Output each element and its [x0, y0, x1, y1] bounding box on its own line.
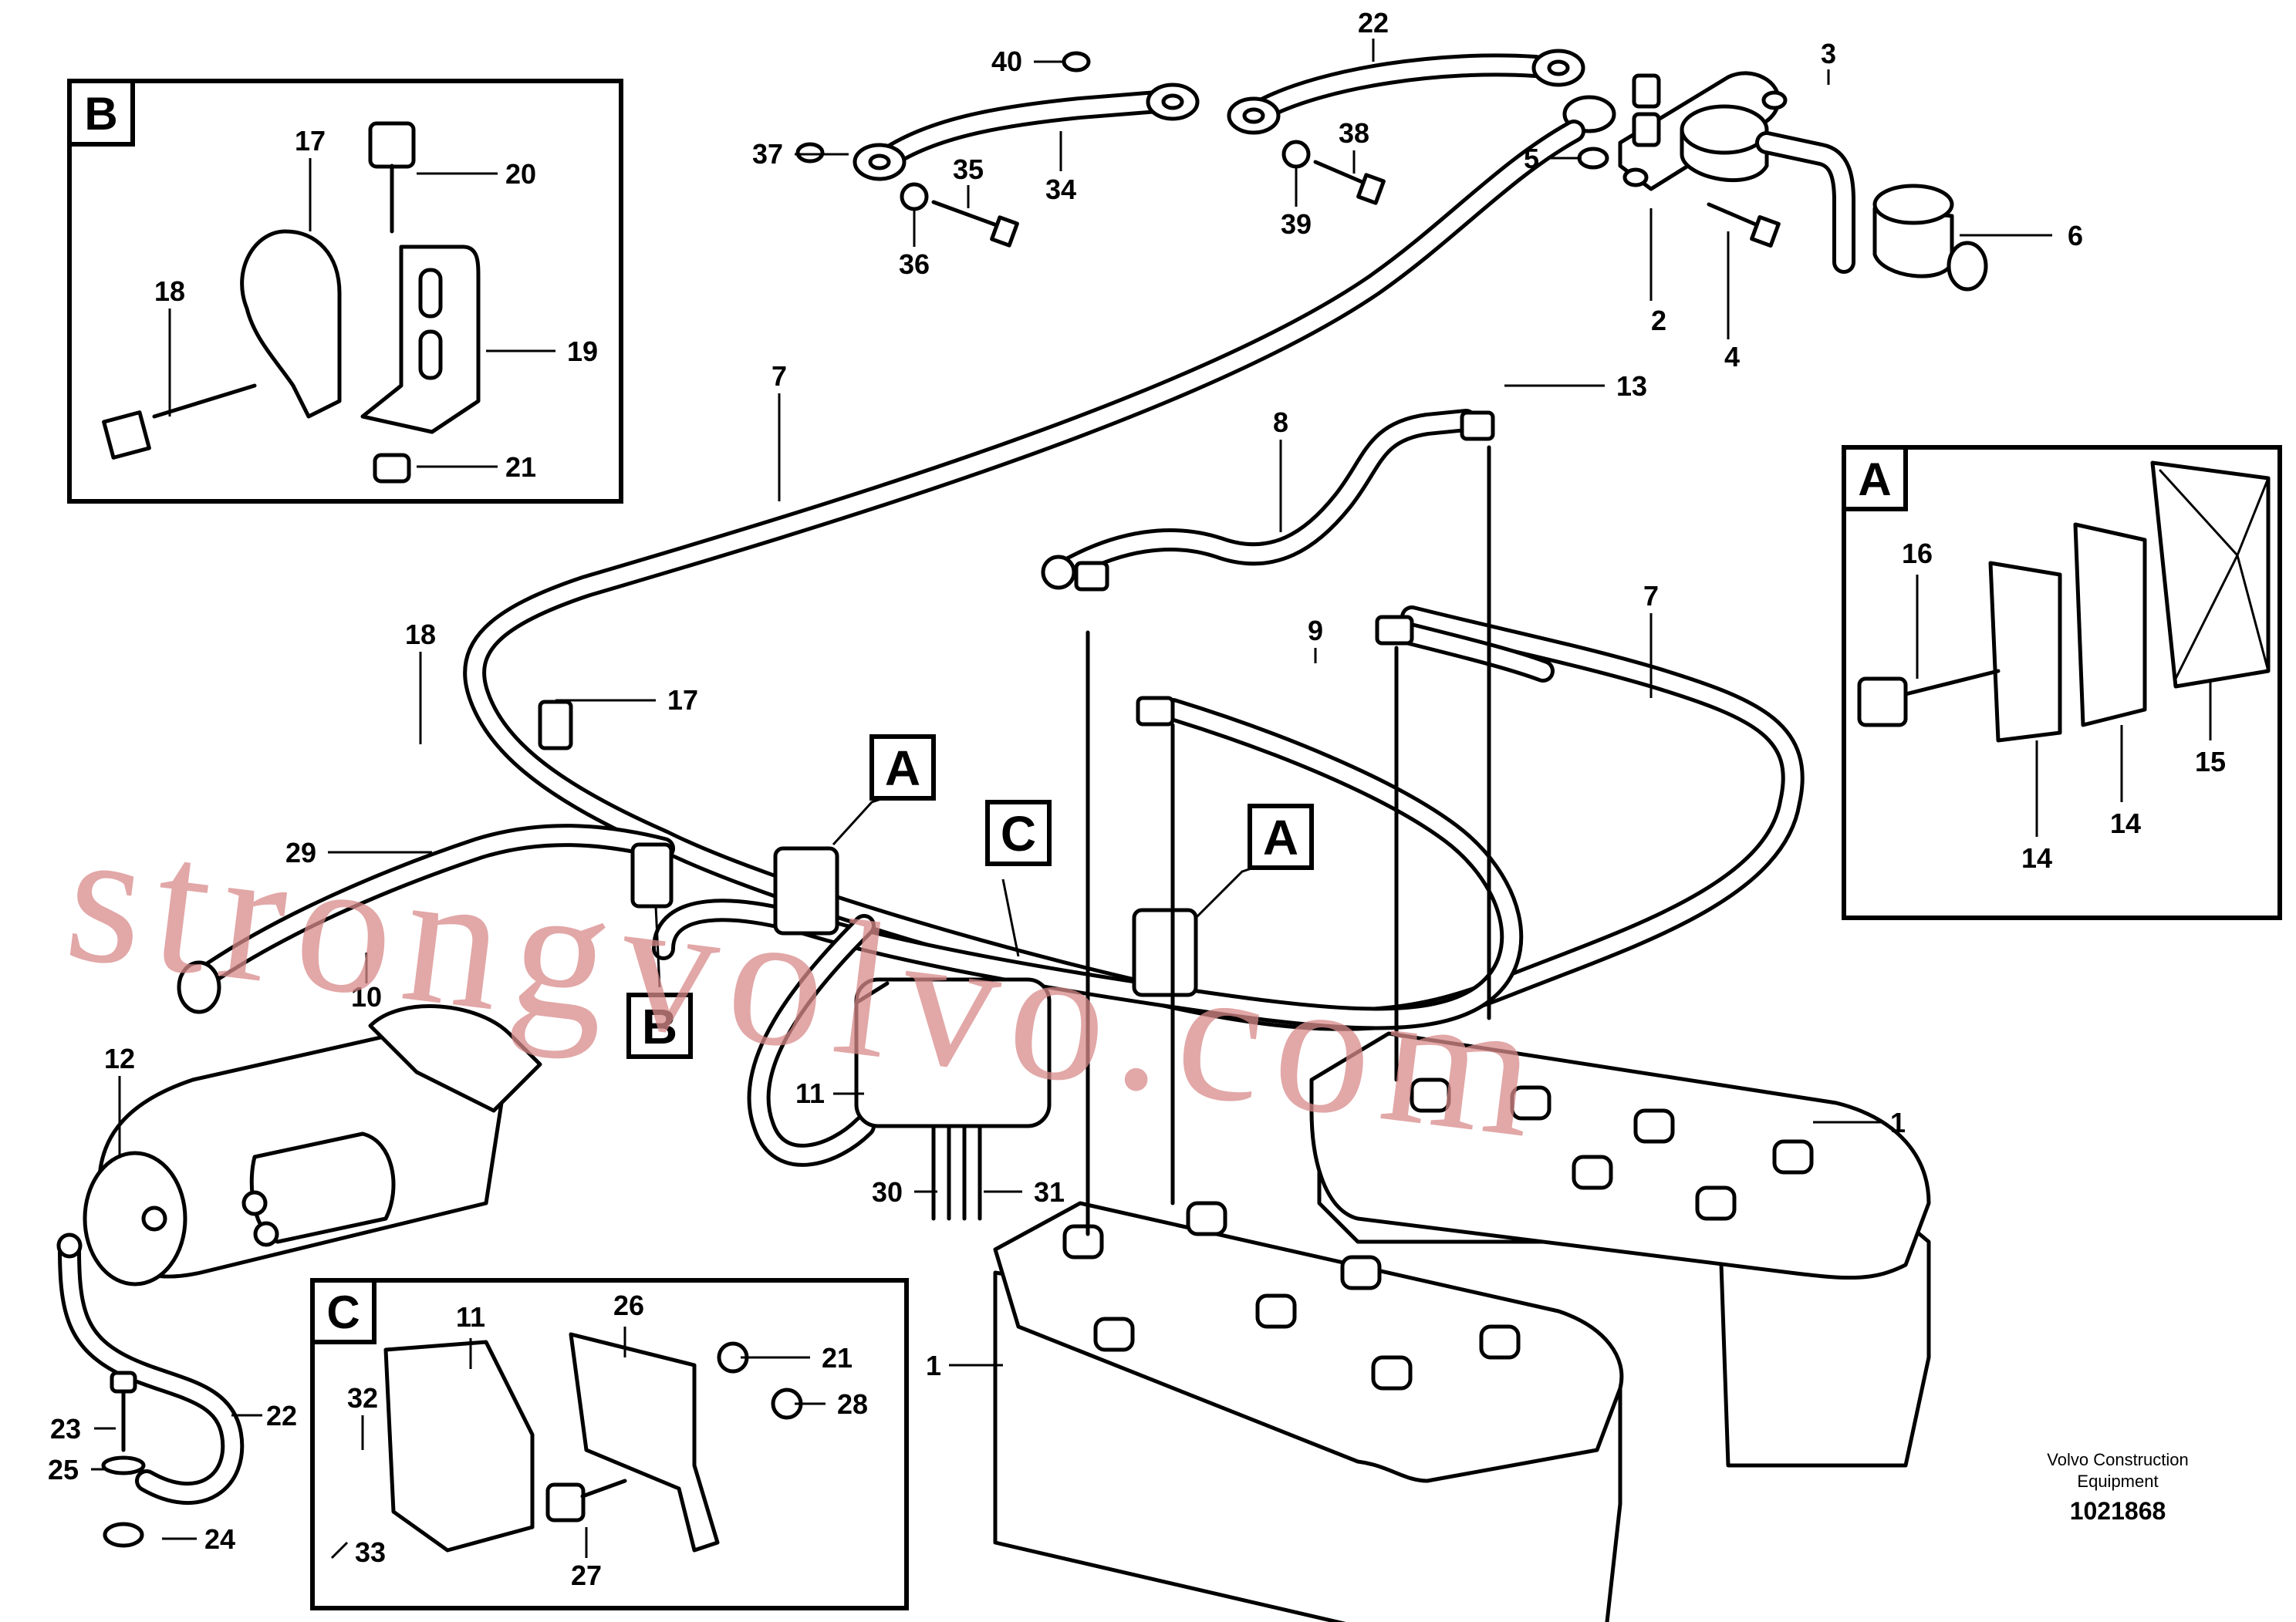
brand-line-2: Equipment [2077, 1472, 2158, 1491]
part-label-6: 6 [2068, 220, 2083, 251]
callout-tags: A C A B [626, 734, 1314, 1059]
part-label-13: 13 [1616, 370, 1647, 402]
part-label-7: 7 [1643, 580, 1659, 612]
detail-view-a: A [1842, 445, 2282, 920]
part-label-21: 21 [822, 1342, 853, 1374]
part-label-2: 2 [1651, 305, 1666, 336]
part-label-27: 27 [571, 1560, 602, 1591]
detail-view-c: C [310, 1278, 909, 1610]
cable-9-terminal [1375, 615, 1555, 683]
part-label-36: 36 [899, 248, 930, 280]
part-label-5: 5 [1524, 143, 1539, 174]
part-number-labels: 17 18 19 20 21 16 14 14 15 11 26 21 28 2… [48, 7, 2226, 1591]
part-label-38: 38 [1339, 117, 1369, 149]
callout-a-2: A [1263, 810, 1298, 865]
detail-view-b: B [67, 79, 623, 504]
footer: Volvo Construction Equipment 1021868 [2047, 1450, 2188, 1525]
part-label-10: 10 [351, 981, 382, 1013]
part-label-20: 20 [505, 158, 536, 190]
part-label-33: 33 [355, 1536, 386, 1568]
control-box-11 [747, 914, 1052, 1221]
part-label-29: 29 [285, 837, 316, 868]
part-label-14: 14 [2021, 842, 2052, 874]
main-cable-7 [463, 120, 1805, 1031]
callout-a-1: A [885, 740, 920, 796]
cable-8 [1041, 409, 1495, 592]
part-label-24: 24 [204, 1523, 235, 1555]
part-label-31: 31 [1034, 1176, 1065, 1208]
part-label-25: 25 [48, 1454, 79, 1485]
part-label-39: 39 [1281, 208, 1312, 240]
battery-front [993, 445, 1624, 1622]
part-label-28: 28 [837, 1388, 868, 1420]
detail-label-b: B [84, 88, 117, 140]
document-number: 1021868 [2070, 1497, 2166, 1525]
part-label-15: 15 [2195, 746, 2226, 777]
part-label-17: 17 [667, 684, 698, 716]
part-label-11: 11 [795, 1077, 825, 1109]
part-label-22: 22 [1358, 7, 1389, 39]
part-label-3: 3 [1821, 38, 1836, 69]
part-label-34: 34 [1045, 174, 1076, 205]
cable-10 [177, 824, 675, 1014]
part-label-21: 21 [505, 451, 536, 483]
battery-rear [1309, 1031, 1931, 1468]
callout-c: C [1001, 806, 1036, 862]
part-label-11: 11 [456, 1301, 485, 1333]
part-leaders [91, 39, 2212, 1560]
part-label-1: 1 [1890, 1107, 1906, 1138]
callout-b: B [642, 999, 677, 1054]
part-label-19: 19 [567, 336, 598, 367]
part-label-16: 16 [1902, 538, 1933, 569]
starter-motor-12 [56, 1004, 542, 1548]
part-label-17: 17 [295, 125, 326, 157]
part-label-30: 30 [872, 1176, 903, 1208]
clamps [538, 700, 1198, 997]
part-label-7: 7 [772, 360, 787, 392]
brand-line-1: Volvo Construction [2047, 1450, 2188, 1469]
part-label-8: 8 [1273, 406, 1288, 438]
part-label-26: 26 [613, 1290, 644, 1321]
part-label-32: 32 [347, 1382, 378, 1414]
part-label-4: 4 [1724, 341, 1740, 373]
part-label-35: 35 [953, 153, 984, 185]
part-label-9: 9 [1308, 615, 1323, 646]
part-label-12: 12 [104, 1043, 135, 1074]
detail-label-a: A [1858, 454, 1891, 505]
part-label-18: 18 [154, 275, 185, 307]
part-label-23: 23 [50, 1413, 81, 1445]
part-label-37: 37 [752, 138, 783, 170]
top-harness [795, 49, 1988, 292]
part-label-18: 18 [405, 619, 436, 650]
detail-label-c: C [326, 1286, 360, 1338]
part-label-1: 1 [926, 1350, 941, 1381]
part-label-40: 40 [991, 46, 1022, 77]
part-label-22: 22 [266, 1400, 297, 1431]
part-label-14: 14 [2110, 808, 2141, 839]
